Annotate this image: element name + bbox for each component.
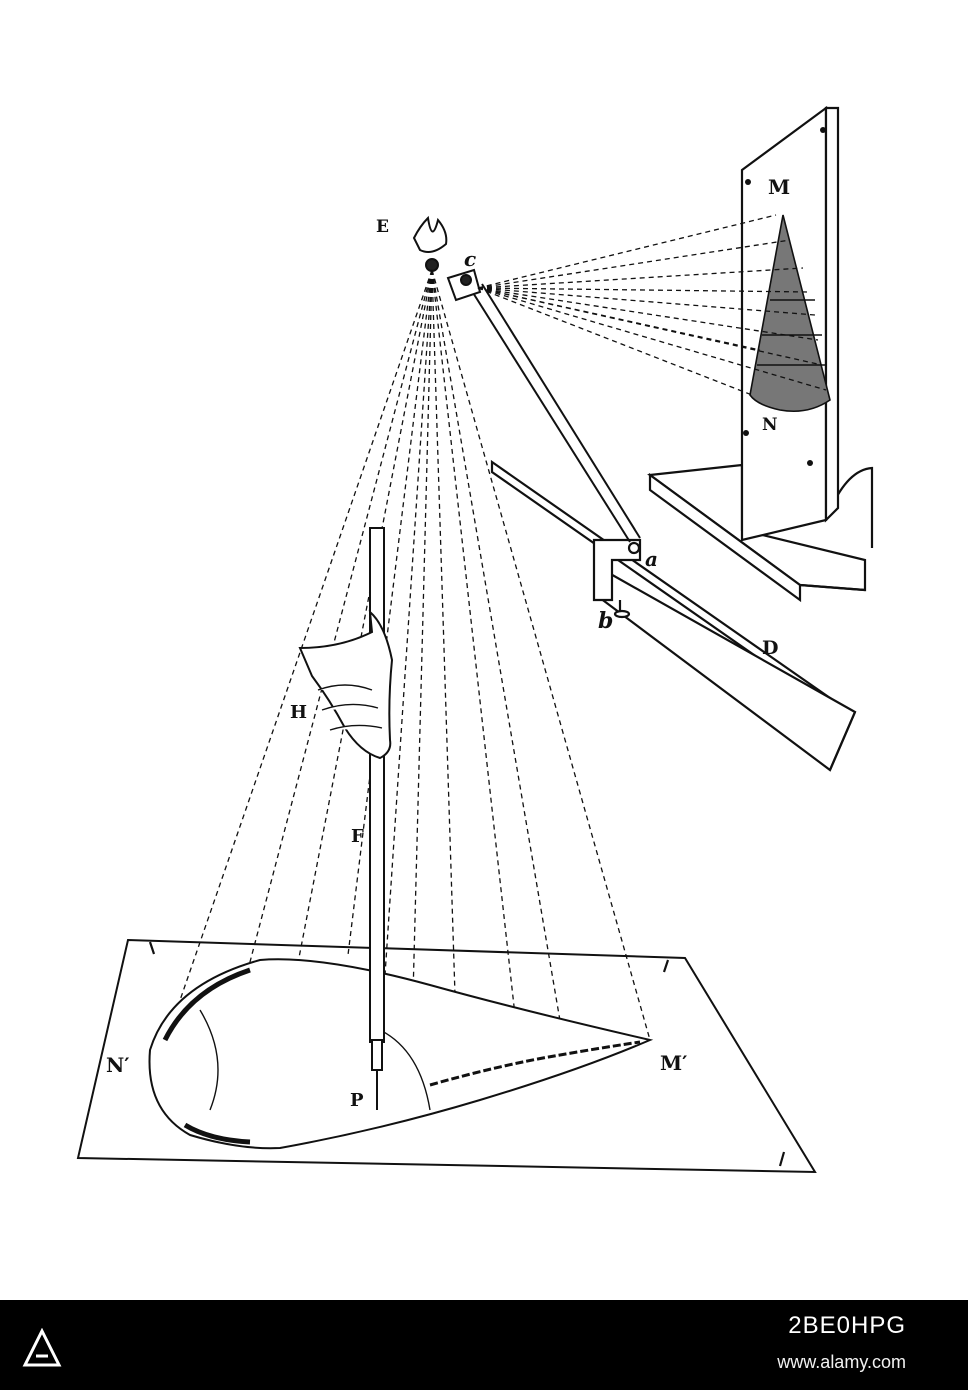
label-N: N [762,415,778,435]
label-c: c [464,247,476,271]
label-D: D [762,637,778,659]
clamp [592,538,642,619]
stock-footer: 2BE0HPG www.alamy.com [0,1300,968,1390]
rays-to-specimen [477,214,827,396]
observer-eye [412,215,448,272]
label-E: E [376,217,389,237]
label-H: H [290,702,307,723]
traced-drawing [148,958,654,1150]
site-url[interactable]: www.alamy.com [777,1352,906,1372]
label-a: a [645,547,658,571]
camera-lucida-illustration: E c M N a b D H F N′ M′ P [76,105,874,1174]
label-M-prime: M′ [660,1051,687,1075]
label-F: F [351,826,364,847]
alamy-logo-icon [22,1328,62,1367]
label-P: P [350,1090,364,1111]
support-rod [469,283,641,543]
label-M: M [768,175,790,199]
image-code: 2BE0HPG [788,1312,906,1339]
hand [298,609,394,760]
label-b: b [598,608,613,634]
label-N-prime: N′ [106,1053,130,1077]
specimen-drawing [749,214,831,413]
prism-c [446,268,482,302]
paper-pins [148,941,786,1167]
drawing-paper [76,938,817,1174]
board-pins [743,127,826,466]
